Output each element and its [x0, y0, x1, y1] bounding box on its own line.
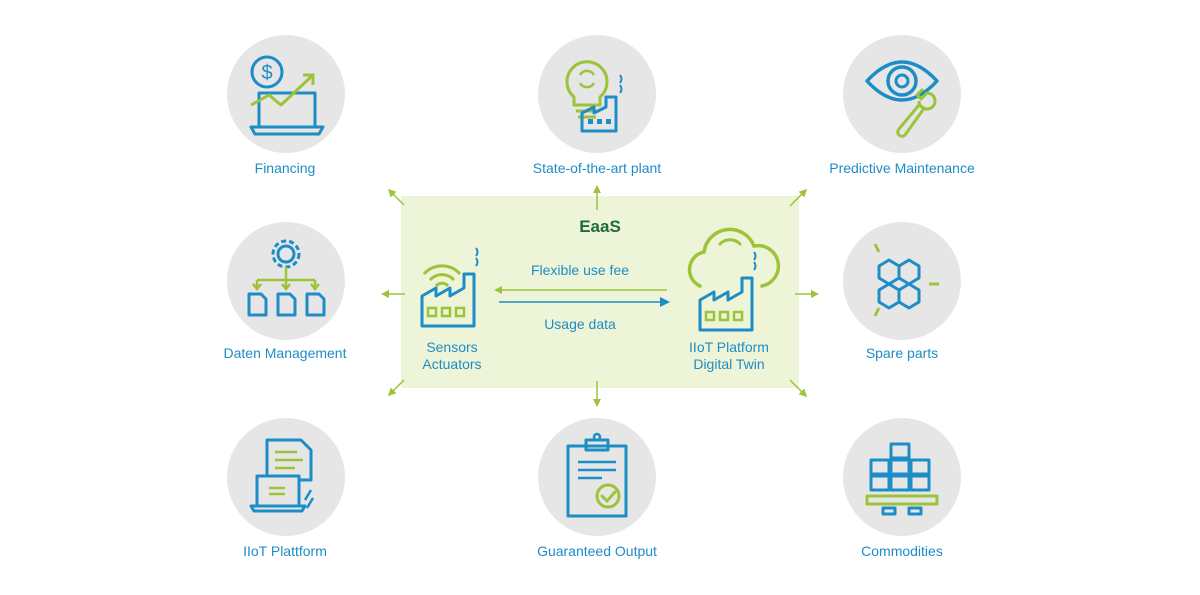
- guaranteed-output-circle: [538, 418, 656, 536]
- clipboard-check-icon: [566, 432, 628, 518]
- svg-text:$: $: [261, 62, 272, 84]
- financing-icon: $: [249, 55, 325, 136]
- spare-parts-label: Spare parts: [865, 345, 939, 361]
- pallet-boxes-icon: [865, 442, 939, 516]
- data-management-label: Daten Management: [223, 345, 347, 361]
- gear-documents-icon: [247, 239, 326, 317]
- maintenance-label: Predictive Maintenance: [829, 160, 975, 176]
- iiot-platform-digital-twin-label: IIoT Platform Digital Twin: [689, 339, 769, 372]
- usage-data-label: Usage data: [544, 316, 616, 332]
- hexagon-network-icon: [873, 243, 939, 317]
- lightbulb-factory-icon: [565, 60, 623, 133]
- maintenance-circle: [843, 35, 961, 153]
- spare-parts-circle: [843, 222, 961, 340]
- plant-label: State-of-the-art plant: [532, 160, 662, 176]
- document-laptop-icon: [249, 438, 315, 513]
- sensors-actuators-label: Sensors Actuators: [422, 339, 482, 372]
- flexible-use-fee-label: Flexible use fee: [530, 262, 630, 278]
- financing-circle: $: [227, 35, 345, 153]
- cloud-factory-icon: [687, 227, 781, 332]
- iiot-plattform-circle: [227, 418, 345, 536]
- sensor-factory-icon: [420, 247, 479, 328]
- eaas-title: EaaS: [579, 217, 621, 236]
- commodities-label: Commodities: [861, 543, 943, 559]
- commodities-circle: [843, 418, 961, 536]
- guaranteed-output-label: Guaranteed Output: [537, 543, 657, 559]
- eye-wrench-icon: [865, 60, 939, 138]
- data-management-circle: [227, 222, 345, 340]
- plant-circle: [538, 35, 656, 153]
- iiot-plattform-label: IIoT Plattform: [243, 543, 327, 559]
- financing-label: Financing: [254, 160, 316, 176]
